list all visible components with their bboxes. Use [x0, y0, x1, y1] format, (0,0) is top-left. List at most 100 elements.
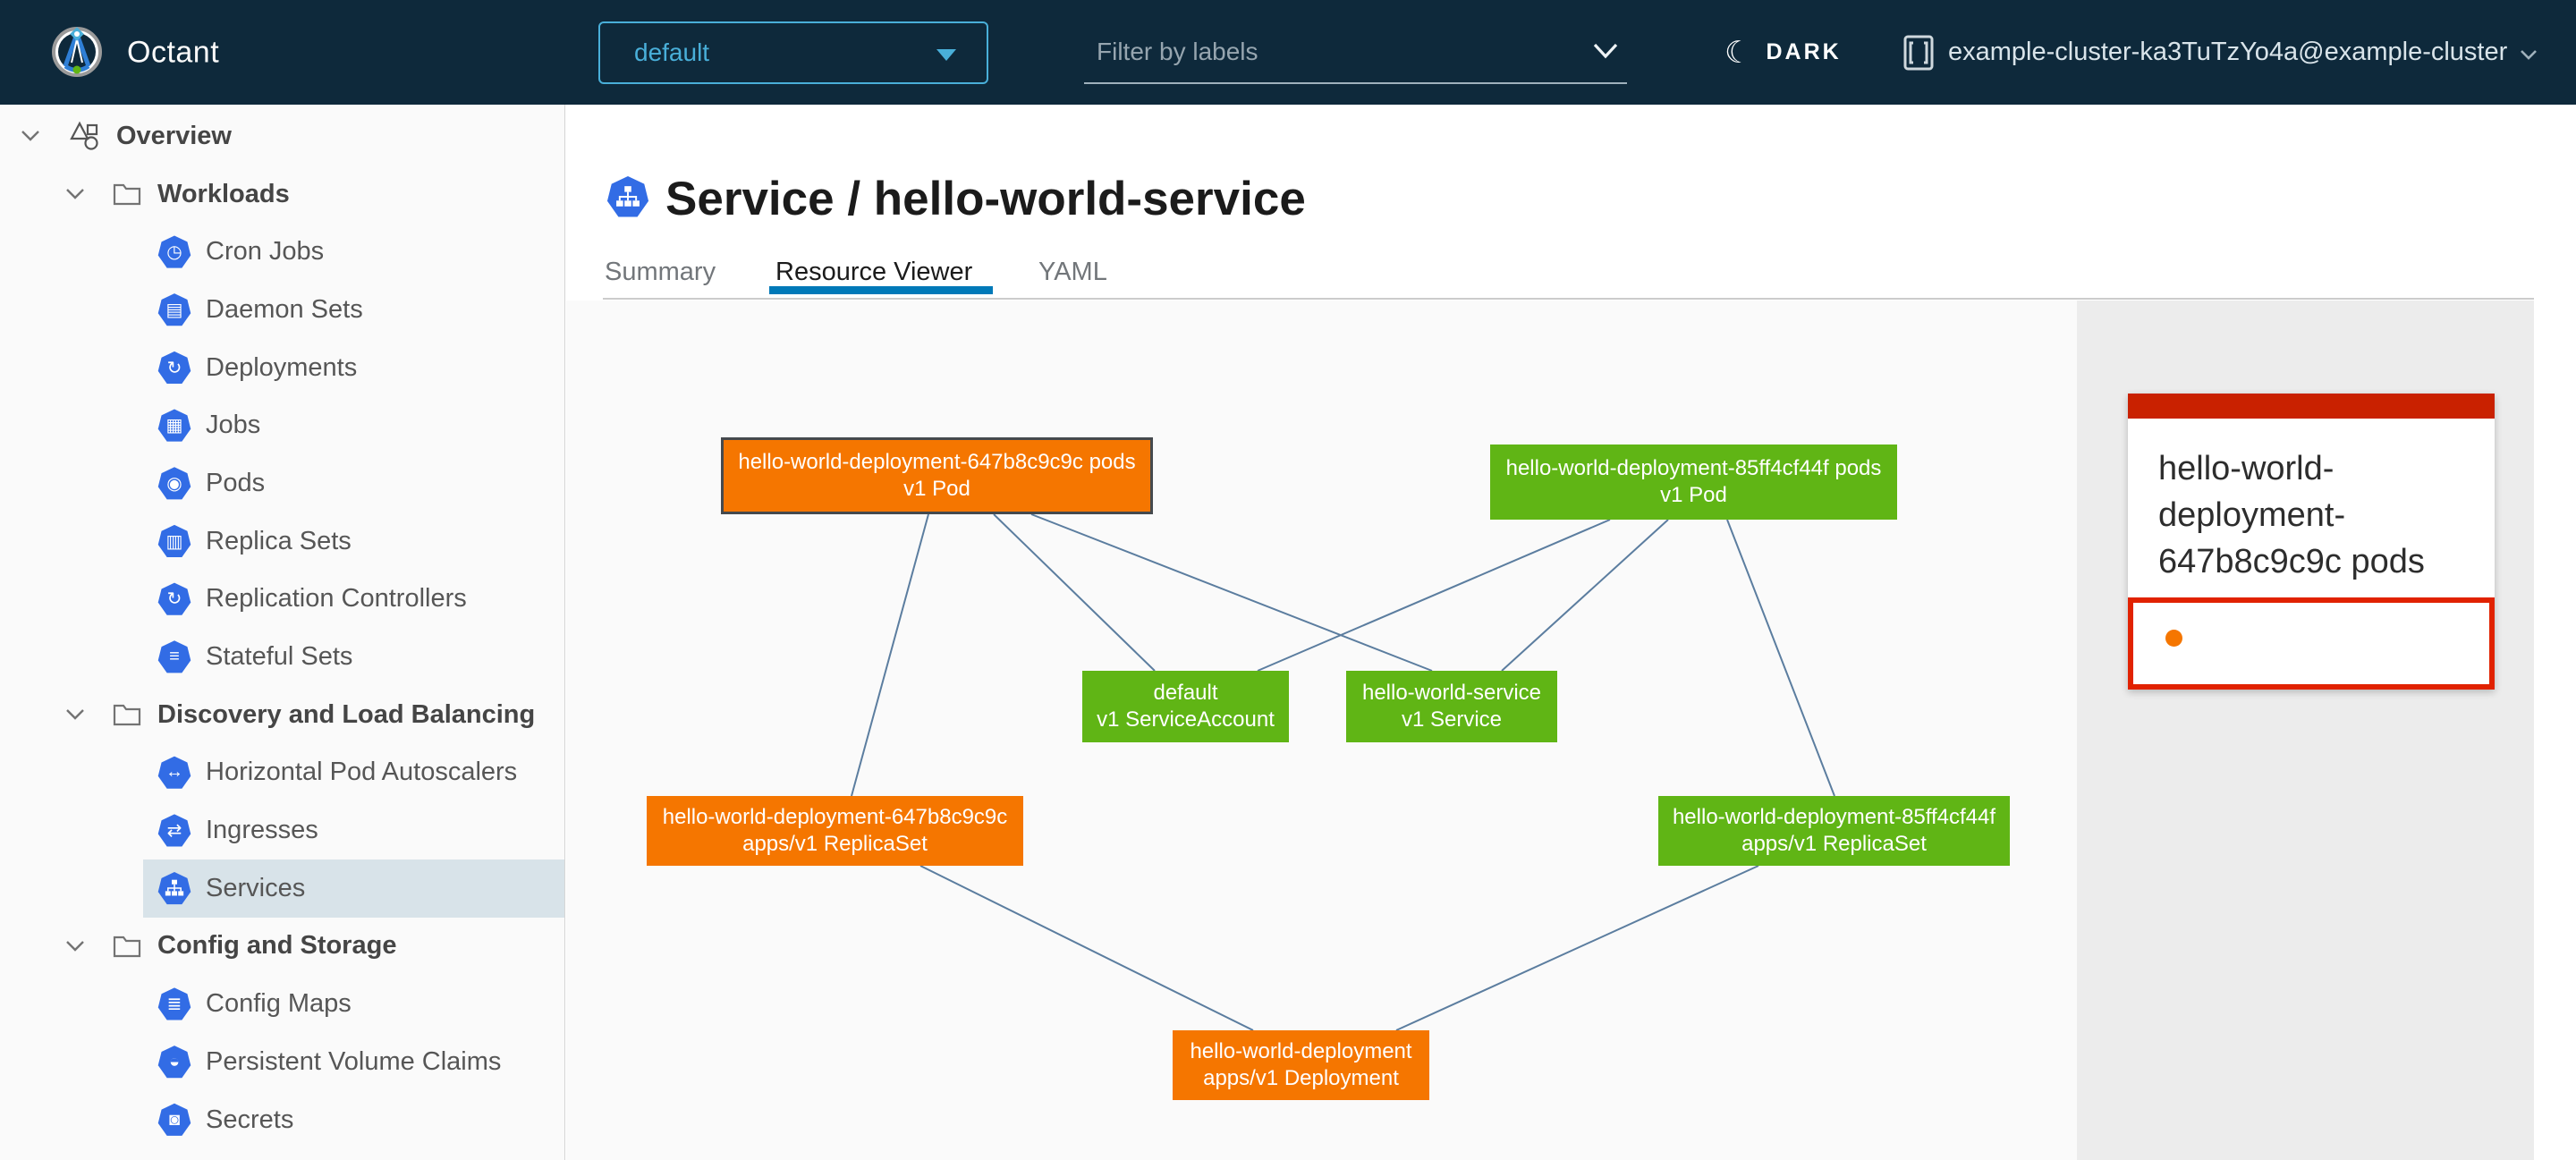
sidebar-item-secrets[interactable]: ◙ Secrets — [0, 1091, 564, 1149]
secret-icon: ◙ — [157, 1103, 191, 1136]
ingress-icon: ⇄ — [157, 814, 191, 847]
node-kind: apps/v1 ReplicaSet — [1741, 832, 1927, 856]
label-filter-input[interactable]: Filter by labels — [1084, 21, 1627, 84]
namespace-select[interactable]: default — [598, 21, 988, 84]
node-kind: apps/v1 ReplicaSet — [742, 832, 928, 856]
cluster-icon — [1903, 35, 1934, 70]
graph-node-deploy[interactable]: hello-world-deployment apps/v1 Deployment — [1173, 1030, 1429, 1100]
folder-icon — [113, 183, 141, 206]
sidebar-item-label: Persistent Volume Claims — [206, 1046, 502, 1076]
app-title: Octant — [127, 35, 220, 69]
sidebar-item-label: Config and Storage — [157, 931, 397, 961]
daemonset-icon: ▤ — [157, 293, 191, 326]
context-label: example-cluster-ka3TuTzYo4a@example-clus… — [1948, 38, 2508, 66]
moon-icon: ☾ — [1724, 35, 1752, 70]
service-icon — [157, 872, 191, 905]
node-name: default — [1153, 681, 1218, 705]
theme-toggle-label: DARK — [1766, 39, 1842, 64]
chevron-down-icon[interactable] — [64, 703, 88, 726]
graph-node-rs-85f[interactable]: hello-world-deployment-85ff4cf44f apps/v1… — [1658, 796, 2010, 866]
sidebar-item-horizontal-pod-autoscalers[interactable]: ↔ Horizontal Pod Autoscalers — [0, 744, 564, 802]
tabs-divider — [603, 298, 2534, 300]
graph-node-pod-647[interactable]: hello-world-deployment-647b8c9c9c pods v1… — [721, 437, 1153, 514]
sidebar-item-jobs[interactable]: ▦ Jobs — [0, 396, 564, 454]
node-kind: v1 ServiceAccount — [1097, 707, 1275, 732]
sidebar-item-label: Services — [206, 873, 306, 902]
chevron-down-icon[interactable] — [20, 124, 43, 148]
sidebar-item-discovery-and-load-balancing[interactable]: Discovery and Load Balancing — [0, 686, 564, 744]
statefulset-icon: ≡ — [157, 640, 191, 673]
sidebar-item-services[interactable]: Services — [0, 859, 564, 918]
job-icon: ▦ — [157, 409, 191, 442]
node-kind: apps/v1 Deployment — [1203, 1066, 1399, 1090]
status-dot-icon — [2165, 630, 2182, 647]
sidebar-item-label: Cron Jobs — [206, 237, 325, 267]
sidebar-item-label: Replication Controllers — [206, 584, 467, 614]
sidebar-item-label: Discovery and Load Balancing — [157, 699, 536, 729]
sidebar-item-pods[interactable]: ◉Pods — [0, 454, 564, 512]
card-status-bar — [2128, 394, 2495, 419]
sidebar-item-label: Daemon Sets — [206, 294, 363, 324]
node-kind: v1 Pod — [1660, 483, 1727, 507]
chevron-down-icon[interactable] — [64, 182, 88, 206]
sidebar-item-cron-jobs[interactable]: ◷ Cron Jobs — [0, 223, 564, 281]
sidebar-item-workloads[interactable]: Workloads — [0, 165, 564, 224]
sidebar-item-label: Overview — [116, 121, 232, 150]
sidebar-item-daemon-sets[interactable]: ▤ Daemon Sets — [0, 281, 564, 339]
sidebar-item-stateful-sets[interactable]: ≡ Stateful Sets — [0, 628, 564, 686]
sidebar-item-label: Jobs — [206, 411, 261, 440]
label-filter-placeholder: Filter by labels — [1097, 38, 1258, 65]
node-kind: v1 Service — [1401, 707, 1503, 732]
tab-yaml[interactable]: YAML — [1038, 258, 1107, 286]
cronjob-icon: ◷ — [157, 235, 191, 268]
sidebar-item-config-and-storage[interactable]: Config and Storage — [0, 918, 564, 976]
sidebar-item-label: Stateful Sets — [206, 642, 353, 672]
selected-resource-card: hello-world-deployment-647b8c9c9c pods — [2128, 394, 2495, 690]
sidebar-item-label: Secrets — [206, 1105, 294, 1134]
sidebar-item-label: Deployments — [206, 352, 358, 382]
sidebar-item-replication-controllers[interactable]: ↻Replication Controllers — [0, 571, 564, 629]
sidebar-item-replica-sets[interactable]: ▥Replica Sets — [0, 512, 564, 571]
app-header: Octant default Filter by labels ☾ DARK e… — [0, 0, 2576, 105]
card-title: hello-world-deployment-647b8c9c9c pods — [2158, 450, 2425, 580]
sidebar-item-label: Config Maps — [206, 989, 352, 1019]
tab-resource-viewer[interactable]: Resource Viewer — [775, 258, 973, 286]
sidebar-item-deployments[interactable]: ↻Deployments — [0, 339, 564, 397]
sidebar-item-label: Ingresses — [206, 816, 318, 845]
hpa-icon: ↔ — [157, 756, 191, 789]
folder-icon — [113, 936, 141, 958]
pvc-icon: ◒ — [157, 1046, 191, 1079]
sidebar-item-label: Workloads — [157, 179, 290, 208]
theme-toggle[interactable]: ☾ DARK — [1724, 0, 1842, 105]
tab-summary[interactable]: Summary — [605, 258, 716, 286]
node-name: hello-world-service — [1361, 681, 1542, 705]
sidebar-item-label: Pods — [206, 468, 266, 497]
caret-down-icon — [936, 49, 956, 61]
octant-logo-icon — [50, 25, 104, 79]
folder-icon — [113, 705, 141, 726]
node-name: hello-world-deployment — [1190, 1039, 1412, 1063]
objects-icon — [70, 121, 98, 150]
sidebar-item-label: Horizontal Pod Autoscalers — [206, 758, 518, 787]
sidebar-item-label: Replica Sets — [206, 526, 352, 555]
chevron-down-icon — [2521, 50, 2538, 60]
node-name: hello-world-deployment-85ff4cf44f — [1672, 805, 1996, 829]
node-kind: v1 Pod — [903, 477, 970, 501]
namespace-value: default — [634, 38, 710, 66]
resource-graph-canvas[interactable]: hello-world-deployment-647b8c9c9c pods v1… — [566, 301, 2077, 1160]
sidebar-item-overview[interactable]: Overview — [0, 107, 564, 165]
context-selector[interactable]: example-cluster-ka3TuTzYo4a@example-clus… — [1902, 0, 2538, 105]
sidebar-item-ingresses[interactable]: ⇄ Ingresses — [0, 801, 564, 859]
sidebar-item-config-maps[interactable]: ≣Config Maps — [0, 975, 564, 1033]
sidebar-item-persistent-volume-claims[interactable]: ◒ Persistent Volume Claims — [0, 1033, 564, 1091]
chevron-down-icon[interactable] — [1593, 43, 1618, 59]
service-icon — [606, 175, 649, 217]
node-name: hello-world-deployment-647b8c9c9c pods — [738, 450, 1136, 474]
card-status-box[interactable] — [2128, 597, 2495, 690]
chevron-down-icon[interactable] — [64, 935, 88, 958]
